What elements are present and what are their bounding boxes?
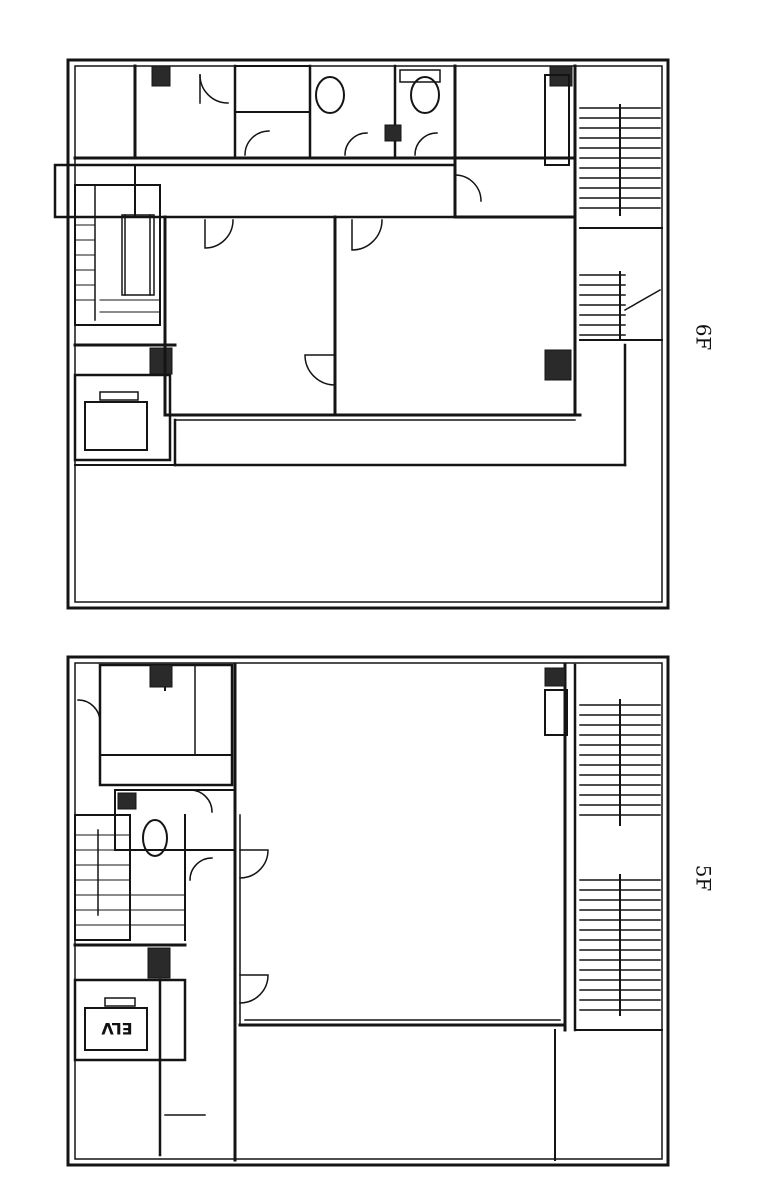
upper-elevator-room	[73, 373, 172, 462]
upper-toilet-1	[315, 76, 345, 114]
lower-toilet	[142, 819, 168, 857]
upper-toilet-2	[410, 76, 440, 114]
upper-floor-plan	[53, 58, 670, 610]
upper-outer-wall	[66, 58, 670, 610]
upper-corridor	[53, 163, 457, 219]
elevator-label: ELV	[101, 1019, 133, 1039]
lower-floor-plan	[66, 655, 670, 1167]
upper-counter	[234, 65, 311, 113]
upper-outer-wall-inner	[74, 65, 663, 603]
floor-label-upper: 6F	[691, 323, 716, 351]
lower-left-stair	[74, 814, 131, 941]
floor-label-lower: 5F	[691, 864, 716, 892]
lower-outer-wall	[66, 655, 670, 1167]
